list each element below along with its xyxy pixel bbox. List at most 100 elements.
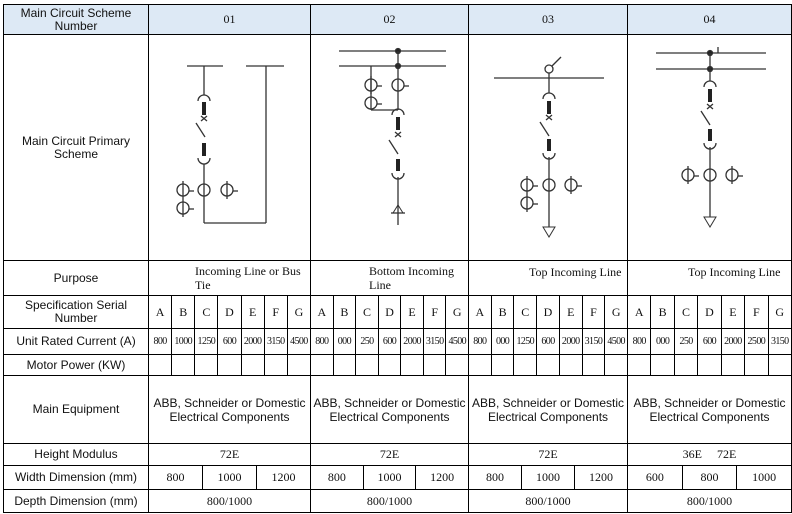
serial-cell: E: [558, 296, 582, 328]
current-cell: 800: [632, 336, 647, 347]
current-cell: 600: [697, 329, 720, 354]
current-cell: 4500: [445, 329, 468, 354]
current-cell: 3150: [422, 329, 446, 354]
row-label: Depth Dimension (mm): [3, 489, 149, 513]
purpose-row: Purpose Incoming Line or Bus Tie Bottom …: [3, 260, 792, 296]
width-cell: 1200: [415, 466, 468, 489]
current-cell: 2000: [558, 329, 582, 354]
empty-cell: [263, 355, 287, 375]
height-value: 72E: [468, 443, 628, 466]
height-value: 72E: [148, 443, 311, 466]
scheme-number: 01: [148, 4, 311, 35]
serial-cell: G: [286, 296, 310, 328]
depth-value: 800/1000: [468, 489, 628, 513]
current-cell: 1250: [513, 329, 536, 354]
current-cell: 2000: [240, 329, 264, 354]
equipment-value: ABB, Schneider or Domestic Electrical Co…: [148, 375, 311, 444]
circuit-diagram-01: [176, 65, 284, 224]
depth-row: Depth Dimension (mm) 800/1000 800/1000 8…: [3, 489, 792, 513]
current-cell: 600: [536, 329, 559, 354]
circuit-diagram-03: [494, 56, 604, 238]
height-value: 72E: [717, 447, 737, 461]
width-cell: 800: [327, 470, 346, 484]
current-cell: 250: [355, 329, 378, 354]
empty-cell: [490, 355, 514, 375]
height-value: 72E: [310, 443, 469, 466]
scheme-number: 03: [468, 4, 628, 35]
depth-value: 800/1000: [627, 489, 792, 513]
switchgear-scheme-table: Main Circuit Scheme Number 01 02 03 04 M…: [3, 4, 792, 513]
motor-power-row: Motor Power (KW): [3, 354, 792, 376]
empty-cell: [604, 355, 627, 375]
empty-cell: [469, 355, 491, 375]
motor-power-cells: [311, 355, 468, 375]
depth-value: 800/1000: [148, 489, 311, 513]
empty-cell: [149, 355, 171, 375]
purpose-value: Bottom Incoming Line: [310, 260, 469, 296]
scheme-diagram-01: [148, 34, 311, 261]
current-cell: 1000: [171, 329, 194, 354]
current-cell: 800: [315, 336, 329, 347]
empty-cell: [355, 355, 378, 375]
serial-cell: G: [445, 296, 468, 328]
empty-cell: [332, 355, 356, 375]
main-equipment-row: Main Equipment ABB, Schneider or Domesti…: [3, 375, 792, 444]
serial-cell: D: [536, 296, 559, 328]
row-label: Motor Power (KW): [3, 354, 149, 376]
row-label: Purpose: [3, 260, 149, 296]
empty-cell: [217, 355, 240, 375]
serial-cell: F: [581, 296, 605, 328]
height-row: Height Modulus 72E 72E 72E 36E 72E: [3, 443, 792, 466]
current-cell: 800: [473, 336, 487, 347]
motor-power-cells: [149, 355, 310, 375]
row-label: Height Modulus: [3, 443, 149, 466]
current-cell: 3150: [263, 329, 287, 354]
empty-cell: [697, 355, 720, 375]
serial-cell: C: [673, 296, 697, 328]
width-cell: 800: [166, 470, 185, 484]
width-cell: 1000: [202, 466, 256, 489]
serial-cell: G: [767, 296, 791, 328]
empty-cell: [767, 355, 791, 375]
current-cell: 000: [332, 329, 356, 354]
empty-cell: [650, 355, 673, 375]
serial-cell: B: [490, 296, 514, 328]
empty-cell: [311, 355, 333, 375]
row-label: Width Dimension (mm): [3, 465, 149, 490]
equipment-value: ABB, Schneider or Domestic Electrical Co…: [627, 375, 792, 444]
serial-cell: F: [744, 296, 767, 328]
height-values: 36E 72E: [627, 443, 792, 466]
serial-cell: A: [317, 304, 327, 319]
empty-cell: [628, 355, 650, 375]
serial-cell: A: [155, 304, 165, 319]
current-cell: 1250: [194, 329, 217, 354]
scheme-number: 02: [310, 4, 469, 35]
serial-cell: C: [513, 296, 536, 328]
current-cell: 600: [217, 329, 240, 354]
serial-cell: A: [634, 304, 644, 319]
primary-scheme-row: Main Circuit Primary Scheme: [3, 34, 792, 261]
serial-cell: G: [604, 296, 627, 328]
current-cell: 2500: [744, 329, 767, 354]
scheme-number: 04: [627, 4, 792, 35]
empty-cell: [194, 355, 217, 375]
row-label: Main Equipment: [3, 375, 149, 444]
scheme-number-row: Main Circuit Scheme Number 01 02 03 04: [3, 4, 792, 35]
serial-cell: B: [332, 296, 356, 328]
serial-cell: A: [475, 304, 485, 319]
current-cell: 4500: [286, 329, 310, 354]
purpose-value: Incoming Line or Bus Tie: [148, 260, 311, 296]
empty-cell: [558, 355, 582, 375]
serial-cell: C: [355, 296, 378, 328]
motor-power-cells: [469, 355, 627, 375]
current-cell: 800: [153, 336, 167, 347]
